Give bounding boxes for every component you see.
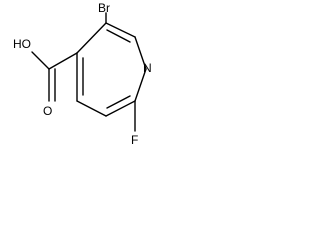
double-bond-c2-c3-inner [106,95,131,109]
fluorine-label: F [131,133,138,147]
bond-c5-c6 [105,22,136,38]
hydroxyl-label: HO [13,37,31,51]
structure-canvas: Br N F HO O [0,0,166,154]
chemical-structure: Br N F HO O [13,1,152,147]
bond-n1-c2 [134,68,147,102]
nitrogen-label: N [143,61,152,75]
bond-c2-c3 [105,100,136,117]
carbonyl-oxygen-label: O [43,104,52,118]
bond-c6-n1 [134,36,147,70]
bond-c4-carboxyl-c [48,52,78,70]
bond-c5-c6-top [76,22,107,54]
bond-carboxyl-oh [31,51,50,70]
bromine-label: Br [98,1,110,15]
bond-c3-c4 [76,100,107,117]
double-bond-c5-c6-inner [106,29,131,43]
